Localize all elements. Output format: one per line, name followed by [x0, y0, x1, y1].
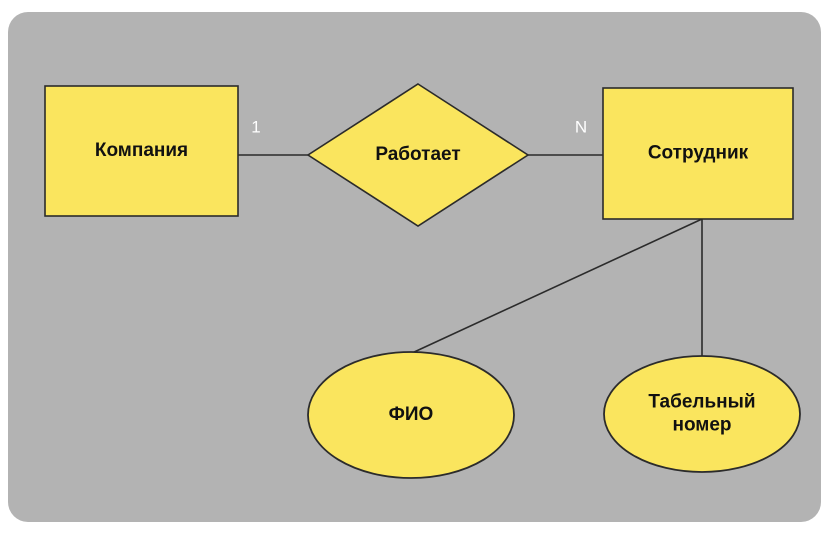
attribute-full-name[interactable]: ФИО	[307, 351, 515, 479]
relationship-shape-works	[306, 83, 530, 227]
entity-label-company: Компания	[95, 140, 188, 161]
connectors-layer	[238, 154, 703, 357]
entity-shape-employee	[602, 87, 794, 220]
relationship-label-works: Работает	[375, 144, 460, 165]
attribute-shape-personnel-number	[603, 355, 801, 473]
attribute-shape-full-name	[307, 351, 515, 479]
entity-shape-company	[44, 85, 239, 217]
connector-employee-full-name	[411, 218, 703, 354]
relationship-works[interactable]: Работает	[306, 83, 530, 227]
cardinality-employee-side: N	[575, 117, 587, 136]
entity-employee[interactable]: Сотрудник	[602, 87, 794, 220]
attribute-label-full-name: ФИО	[389, 404, 434, 425]
entity-company[interactable]: Компания	[44, 85, 239, 217]
cardinality-company-side: 1	[251, 117, 260, 136]
entity-label-employee: Сотрудник	[648, 143, 749, 164]
